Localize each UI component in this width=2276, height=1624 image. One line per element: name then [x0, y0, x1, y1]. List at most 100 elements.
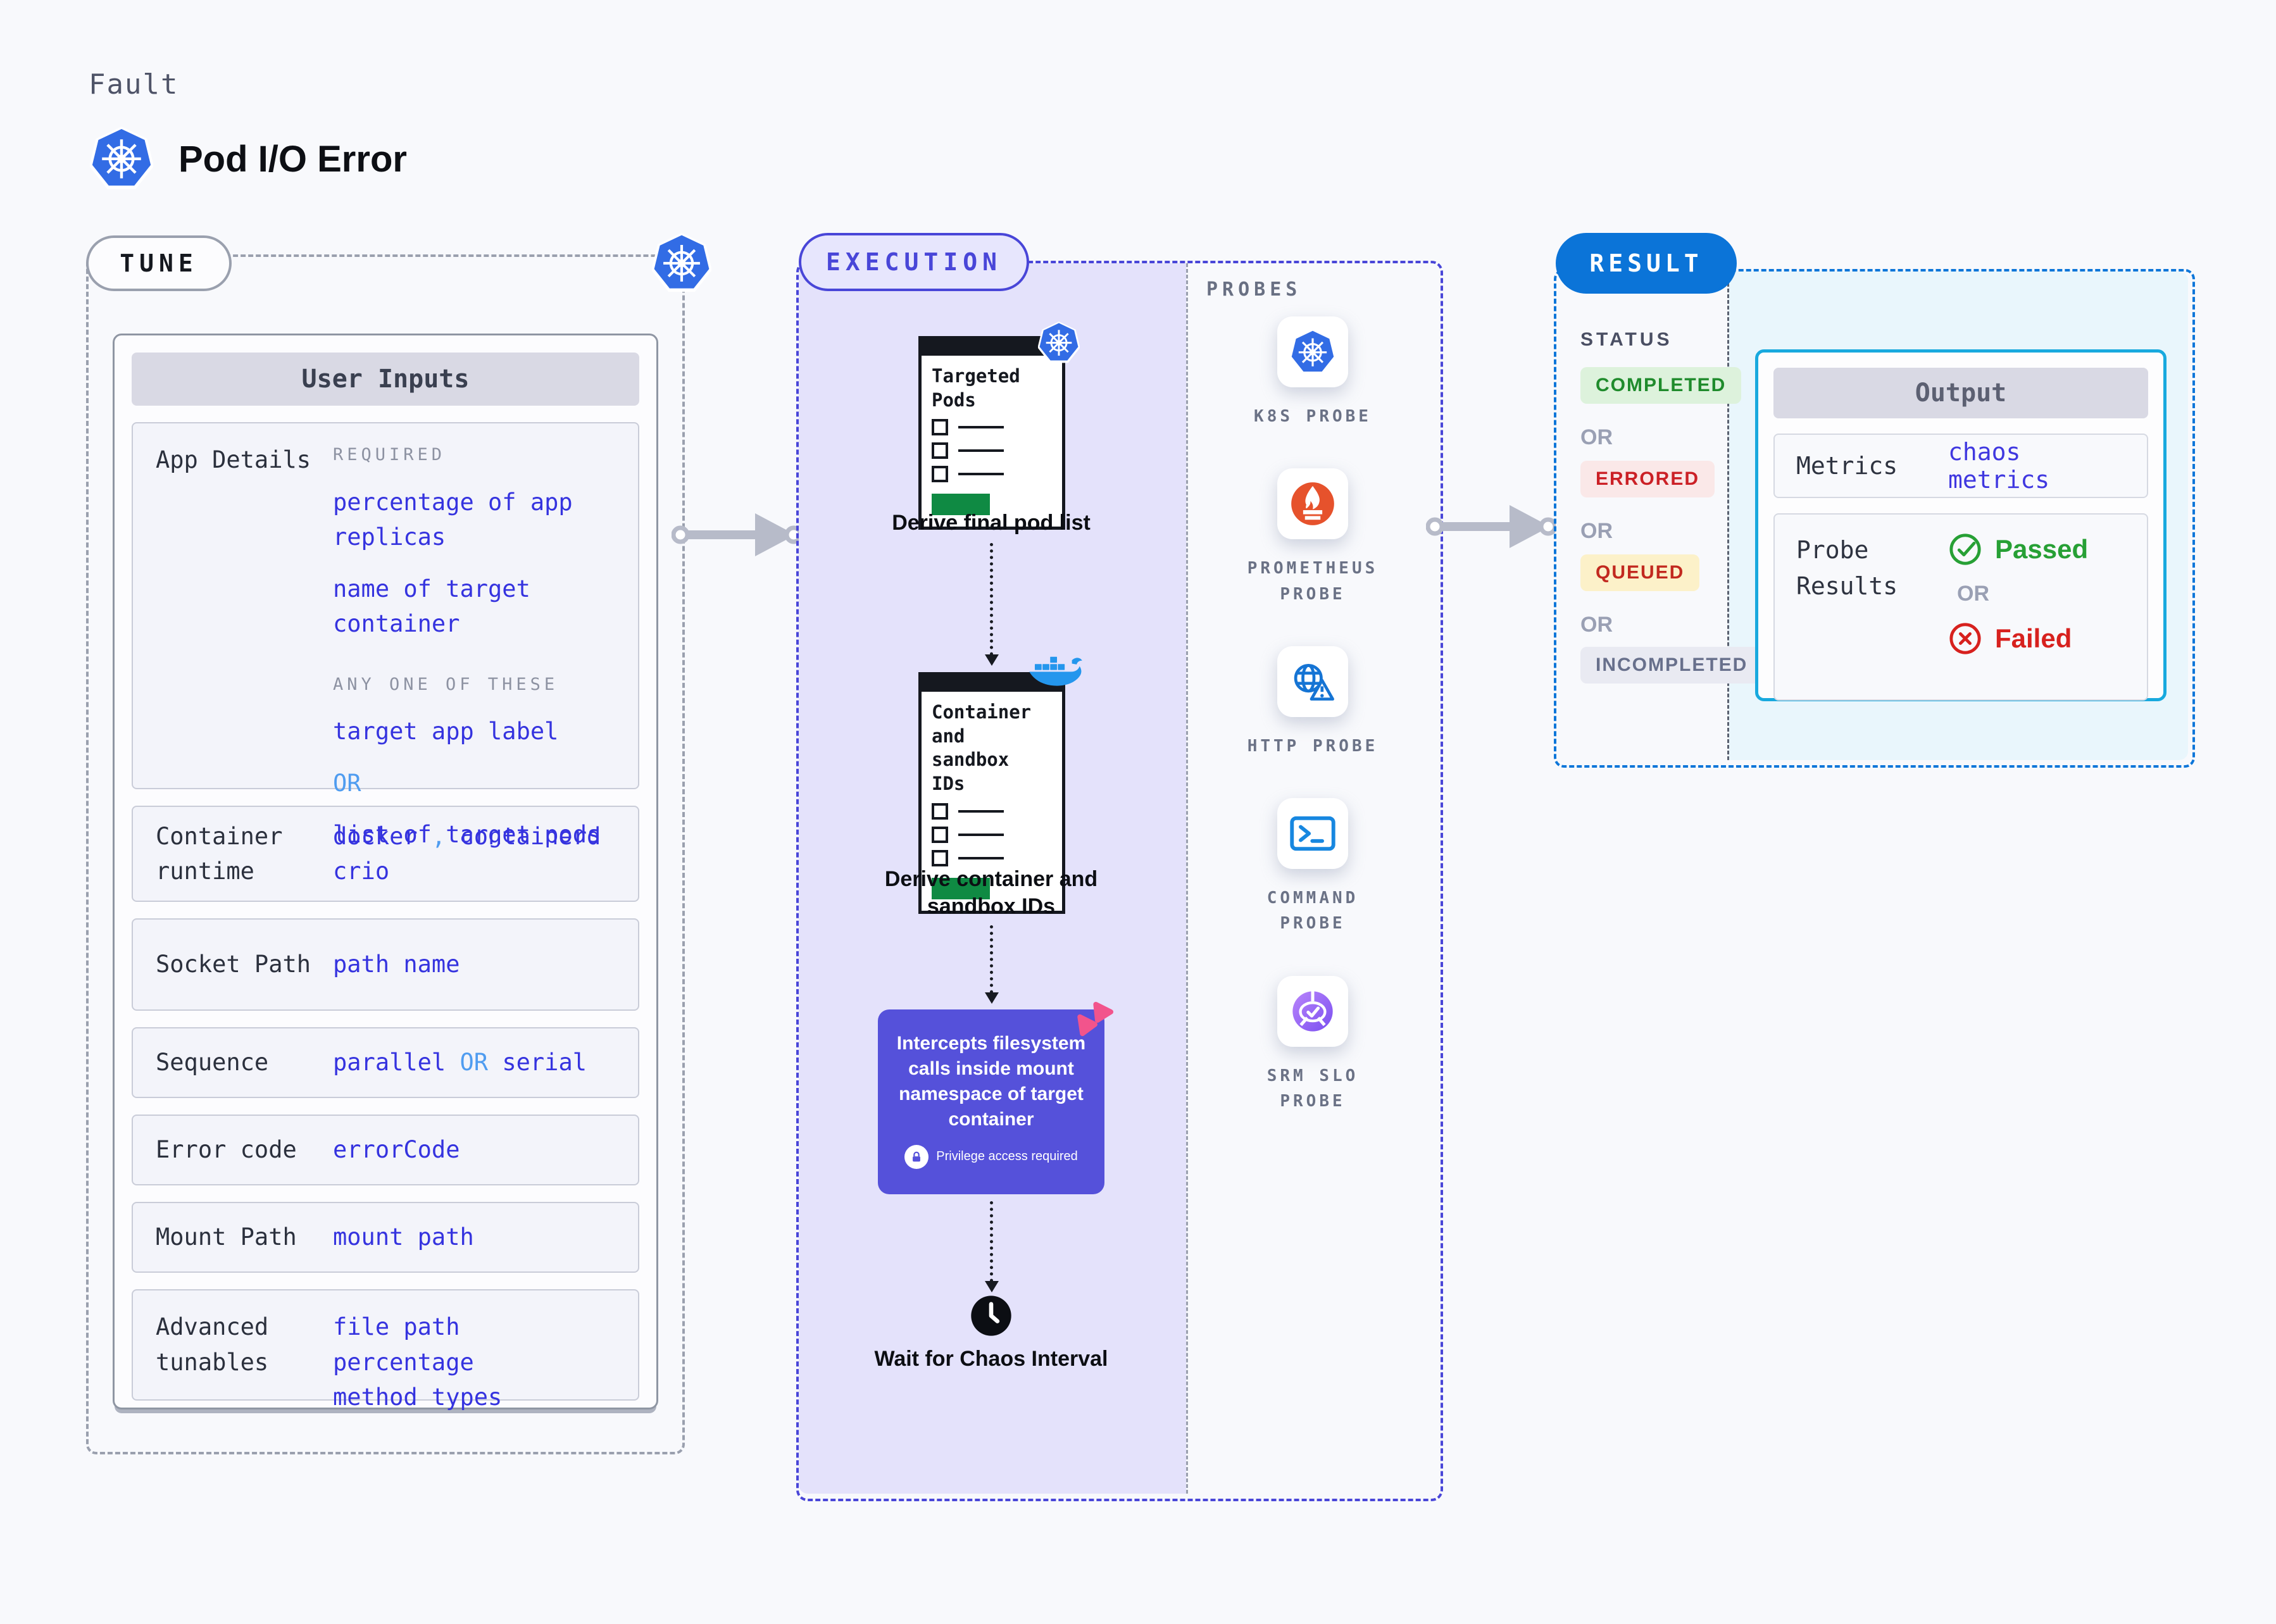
clock-icon — [970, 1295, 1012, 1337]
flow-connector — [985, 925, 999, 1004]
kubernetes-icon — [652, 233, 711, 292]
probe-item: K8S PROBE — [1254, 316, 1372, 429]
failed-label: Failed — [1995, 623, 2072, 653]
status-divider — [1727, 272, 1729, 760]
advanced-value: method types — [333, 1384, 503, 1411]
terminal-icon — [1277, 798, 1348, 870]
probe-item: HTTP PROBE — [1247, 646, 1379, 759]
required-value: percentage of app replicas — [333, 488, 573, 551]
tune-row-socket-path: Socket Path path name — [132, 918, 639, 1011]
tune-row-error-code: Error code errorCode — [132, 1115, 639, 1185]
prometheus-icon — [1277, 468, 1348, 540]
execution-to-result-arrow — [1426, 501, 1556, 552]
tune-row-advanced-tunables: Advanced tunables file path percentage m… — [132, 1289, 639, 1411]
x-circle-icon — [1948, 621, 1982, 656]
checklist-item — [932, 803, 1052, 820]
step-caption: Derive final pod list — [892, 511, 1091, 535]
probe-label: COMMAND PROBE — [1266, 889, 1359, 934]
probes-divider — [1186, 263, 1188, 1494]
probes-list: K8S PROBE PROMETHEUS PROBE HTTP PROBE CO… — [1189, 316, 1437, 1114]
privilege-note: Privilege access required — [892, 1144, 1091, 1169]
runtime-value: containerd — [460, 822, 601, 850]
probe-item: COMMAND PROBE — [1237, 798, 1389, 937]
sequence-value: parallel — [333, 1049, 446, 1077]
progress-bar — [932, 494, 990, 516]
required-value: name of target container — [333, 575, 530, 638]
tune-to-execution-arrow — [672, 509, 801, 560]
step-caption: Derive container and sandbox IDs — [884, 867, 1098, 918]
srm-slo-icon — [1277, 975, 1348, 1047]
kubernetes-icon — [90, 127, 153, 190]
checklist-item — [932, 419, 1052, 436]
probe-label: HTTP PROBE — [1247, 736, 1379, 756]
comma-separator: , — [431, 822, 446, 850]
probe-label: K8S PROBE — [1254, 407, 1372, 426]
or-separator: OR — [1580, 613, 1613, 637]
intercept-step-box: Intercepts filesystem calls inside mount… — [878, 1009, 1104, 1194]
tune-row-container-runtime: Container runtime docker , containerd cr… — [132, 806, 639, 902]
status-badge-queued: QUEUED — [1580, 554, 1700, 591]
fault-kicker: Fault — [89, 68, 179, 101]
checklist-item — [932, 442, 1052, 459]
execution-section-pill: EXECUTION — [799, 233, 1029, 291]
probes-heading: PROBES — [1206, 278, 1302, 301]
container-ids-card: Container and sandbox IDs — [918, 672, 1065, 914]
progress-bar — [932, 877, 990, 899]
checklist-item — [932, 466, 1052, 483]
kubernetes-icon — [1277, 316, 1348, 387]
tune-row-sequence: Sequence parallel OR serial — [132, 1027, 639, 1098]
output-row-probe-results: Probe Results Passed OR Failed — [1773, 513, 2148, 701]
row-label: Advanced tunables — [156, 1313, 269, 1376]
socket-path-value: path name — [333, 951, 460, 978]
lock-icon — [904, 1144, 929, 1169]
page-title: Pod I/O Error — [178, 139, 407, 180]
user-inputs-header: User Inputs — [132, 353, 639, 406]
required-tag: REQUIRED — [333, 445, 446, 465]
card-title: Targeted Pods — [932, 365, 1020, 411]
error-code-value: errorCode — [333, 1136, 460, 1164]
or-separator: OR — [1957, 582, 1989, 606]
execution-section-box — [796, 261, 1443, 1501]
any-option: target app label — [333, 718, 559, 745]
row-label: Container runtime — [156, 822, 283, 885]
status-heading: STATUS — [1580, 329, 1673, 350]
any-one-tag: ANY ONE OF THESE — [333, 674, 559, 694]
row-label: Sequence — [156, 1049, 269, 1077]
check-circle-icon — [1948, 532, 1982, 566]
runtime-value: crio — [333, 858, 390, 885]
result-section-box — [1554, 269, 2195, 768]
advanced-value: file path — [333, 1313, 460, 1340]
or-separator: OR — [460, 1049, 489, 1077]
row-label: Socket Path — [156, 951, 311, 978]
flow-connector — [985, 543, 999, 666]
metrics-value: chaos metrics — [1948, 438, 2050, 494]
status-badge-errored: ERRORED — [1580, 461, 1715, 497]
privilege-note-text: Privilege access required — [936, 1149, 1078, 1164]
tune-section-pill: TUNE — [86, 235, 232, 291]
tune-row-app-details: App Details REQUIRED percentage of app r… — [132, 422, 639, 848]
row-label: Mount Path — [156, 1223, 297, 1251]
tune-section-box — [86, 254, 685, 1454]
probe-label: SRM SLO PROBE — [1266, 1066, 1359, 1111]
user-inputs-card: User Inputs App Details REQUIRED percent… — [113, 334, 658, 1411]
row-label: Probe Results — [1796, 536, 1898, 600]
targeted-pods-card: Targeted Pods — [918, 336, 1065, 530]
passed-label: Passed — [1995, 534, 2089, 564]
docker-icon — [1028, 653, 1084, 692]
output-header: Output — [1773, 368, 2148, 418]
output-row-metrics: Metrics chaos metrics — [1773, 434, 2148, 498]
status-badge-incompleted: INCOMPLETED — [1580, 647, 1763, 684]
probe-label: PROMETHEUS PROBE — [1247, 559, 1379, 604]
probe-item: PROMETHEUS PROBE — [1224, 468, 1401, 607]
checklist-item — [932, 849, 1052, 866]
flow-connector — [985, 1201, 999, 1292]
http-globe-warning-icon — [1277, 646, 1348, 717]
any-option: list of target pods — [333, 821, 601, 848]
checklist-item — [932, 826, 1052, 843]
row-label: Error code — [156, 1136, 297, 1164]
row-label: App Details — [156, 446, 311, 473]
row-label: Metrics — [1796, 451, 1898, 480]
or-separator: OR — [1580, 425, 1613, 449]
card-title: Container and sandbox IDs — [932, 701, 1032, 795]
